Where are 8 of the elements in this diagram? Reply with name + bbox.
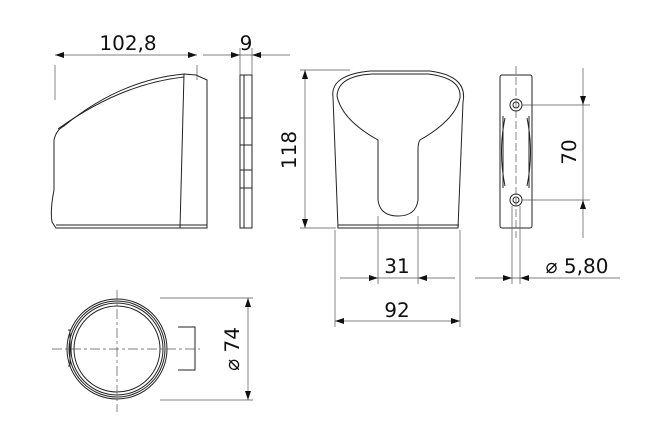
dimension-label: ⌀ 5,80 [546,256,608,276]
dimension-label: 118 [279,130,299,170]
dimension-label: 70 [559,139,579,165]
dimension-label: 31 [384,256,410,276]
dimension-label: 92 [384,300,410,320]
dimension-label: 9 [240,33,252,53]
dimension-label: ⌀ 74 [222,327,242,371]
dimension-label: 102,8 [99,33,157,53]
